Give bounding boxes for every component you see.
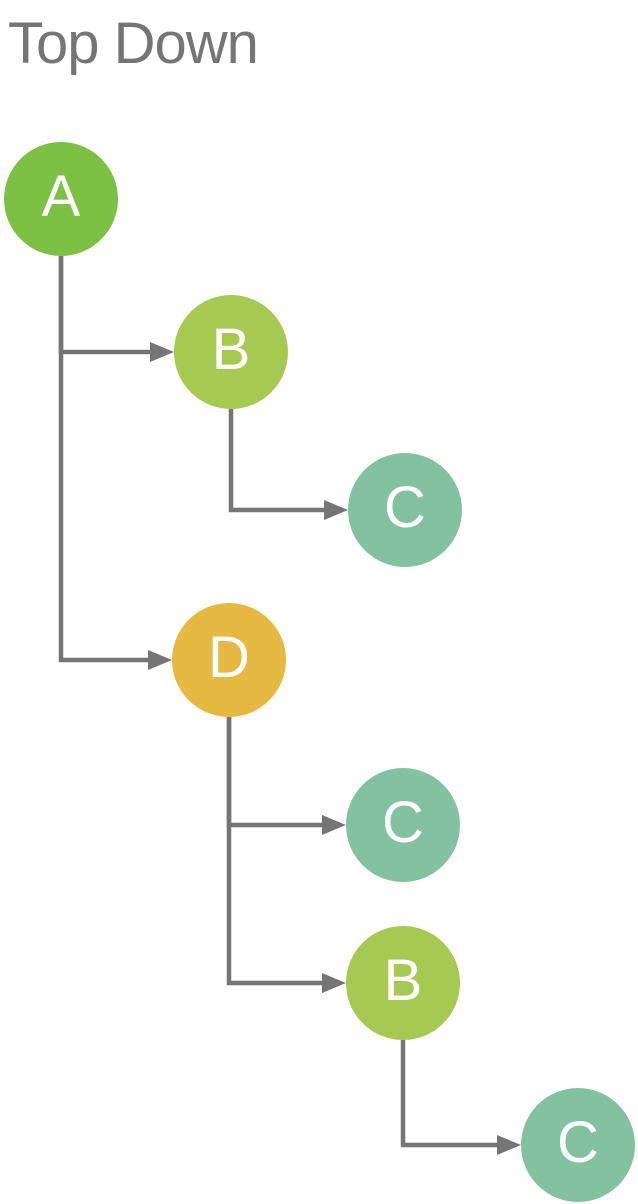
arrowhead-icon-A-B1: [150, 342, 174, 362]
node-C3: C: [521, 1088, 635, 1202]
node-B2: B: [346, 926, 460, 1040]
arrowhead-icon-B1-C1: [324, 500, 348, 520]
arrowhead-icon-B2-C3: [497, 1135, 521, 1155]
node-label: D: [208, 625, 250, 690]
node-D: D: [172, 603, 286, 717]
arrowhead-icon-D-C2: [322, 815, 346, 835]
edge-B1-C1: [228, 409, 326, 513]
edge-D-C2: [226, 717, 324, 828]
node-label: C: [382, 790, 424, 855]
edge-D-B2: [226, 717, 324, 986]
edge-A-D: [58, 256, 150, 663]
node-A: A: [4, 142, 118, 256]
node-label: B: [383, 948, 423, 1013]
node-C1: C: [348, 453, 462, 567]
arrowhead-icon-A-D: [148, 650, 172, 670]
node-C2: C: [346, 768, 460, 882]
node-label: B: [211, 317, 251, 382]
arrowhead-icon-D-B2: [322, 973, 346, 993]
node-label: C: [557, 1110, 599, 1175]
diagram-title: Top Down: [8, 11, 259, 76]
node-label: A: [41, 164, 81, 229]
node-B1: B: [174, 295, 288, 409]
node-label: C: [384, 475, 426, 540]
edge-A-B1: [58, 256, 152, 355]
edge-B2-C3: [400, 1040, 499, 1148]
